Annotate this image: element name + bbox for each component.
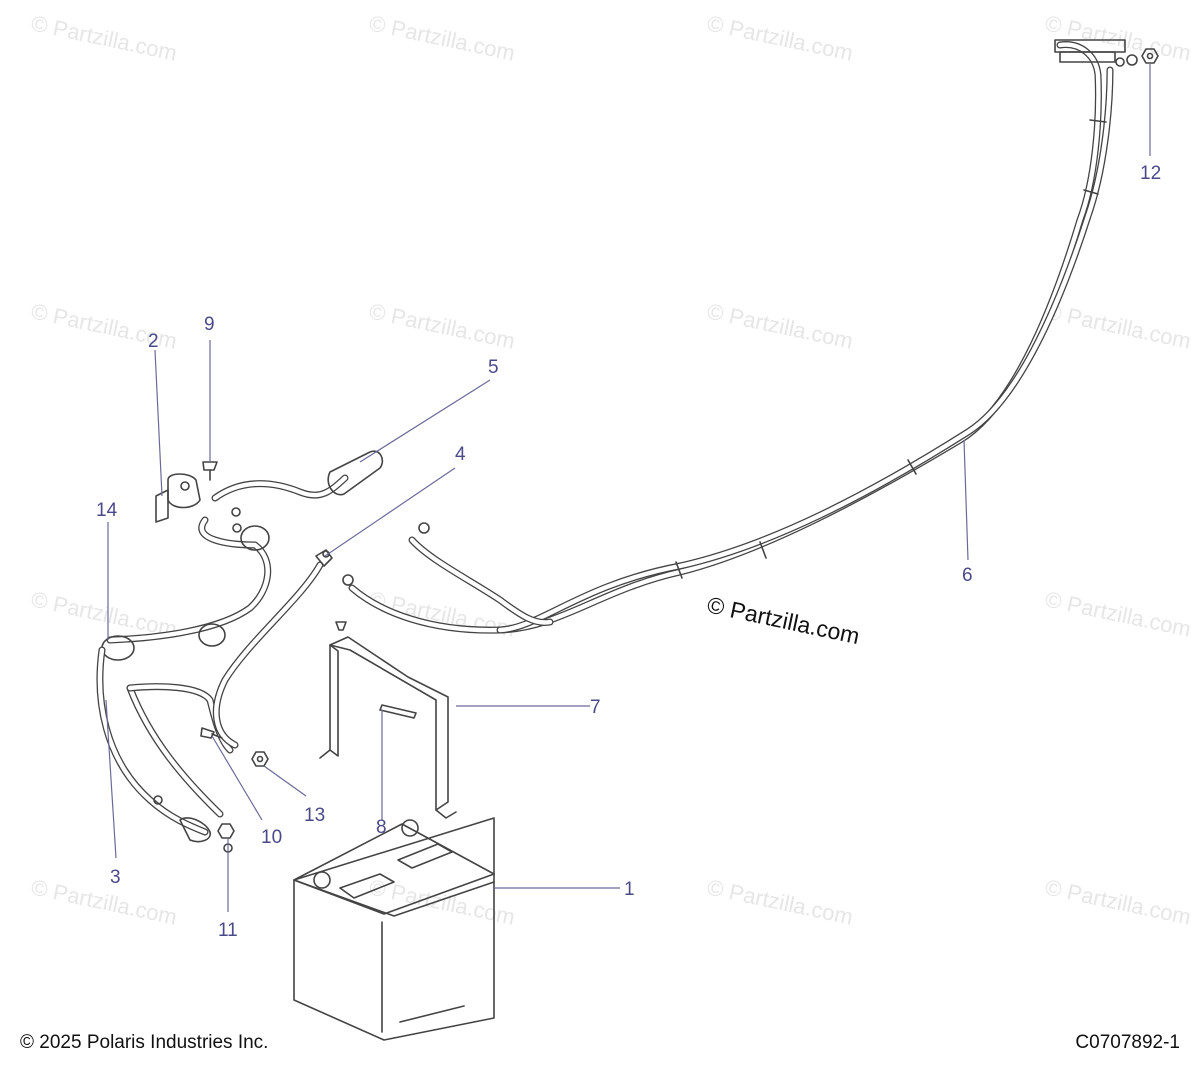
- part-7-bracket: [319, 621, 457, 819]
- callout-14: 14: [96, 500, 118, 521]
- callout-10: 10: [261, 827, 282, 848]
- callout-2: 2: [148, 331, 159, 352]
- part-1-battery: [293, 817, 495, 1041]
- callout-12: 12: [1140, 163, 1161, 184]
- callout-7: 7: [590, 697, 601, 718]
- callout-6: 6: [962, 565, 973, 586]
- callout-13: 13: [304, 805, 325, 826]
- watermark: © Partzilla.com: [1043, 10, 1193, 65]
- watermark: © Partzilla.com: [705, 874, 855, 929]
- part-4-negative-cable: [212, 549, 333, 749]
- part-2-solenoid: [155, 473, 201, 523]
- part-9-bolt: [202, 461, 218, 481]
- callout-5: 5: [488, 357, 499, 378]
- watermark: © Partzilla.com: [367, 298, 517, 353]
- callout-1: 1: [624, 879, 635, 900]
- part-10-bolt: [200, 727, 223, 739]
- leader-lines: [105, 64, 1151, 912]
- part-11-nut: [217, 823, 235, 839]
- watermark: © Partzilla.com: [367, 10, 517, 65]
- part-6-main-harness: [342, 39, 1138, 634]
- part-5-positive-cable: [211, 450, 384, 502]
- watermark: © Partzilla.com: [29, 10, 179, 65]
- watermark: © Partzilla.com: [1043, 586, 1193, 641]
- part-13-nut: [251, 751, 269, 767]
- watermark: © Partzilla.com: [705, 10, 855, 65]
- watermark: © Partzilla.com: [705, 298, 855, 353]
- watermark: © Partzilla.com: [1043, 298, 1193, 353]
- copyright-text: © 2025 Polaris Industries Inc.: [20, 1032, 269, 1053]
- part-14-cable: [101, 507, 272, 661]
- callout-8: 8: [376, 817, 387, 838]
- watermark-main: © Partzilla.com: [705, 591, 862, 649]
- part-8-strap: [379, 704, 417, 719]
- diagram-code: C0707892-1: [1075, 1032, 1180, 1053]
- callout-9: 9: [204, 314, 215, 335]
- callout-4: 4: [455, 444, 466, 465]
- callout-3: 3: [110, 867, 121, 888]
- callouts: 1 2 3 4 5 6 7 8 9 10 11 12 13 14: [96, 163, 1161, 941]
- watermark: © Partzilla.com: [29, 874, 179, 929]
- callout-11: 11: [218, 920, 238, 941]
- part-12-nut: [1141, 48, 1159, 64]
- watermark: © Partzilla.com: [1043, 874, 1193, 929]
